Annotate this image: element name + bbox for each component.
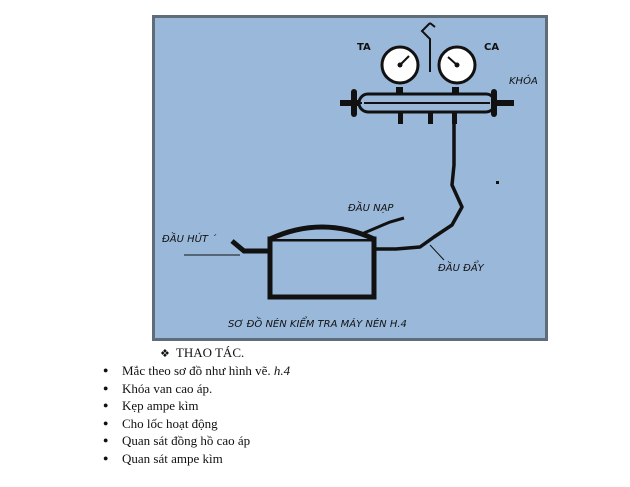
step-text: Quan sát đồng hồ cao áp bbox=[122, 433, 251, 449]
label-discharge-port: ĐẦU ĐẨY bbox=[438, 260, 485, 274]
operations-heading: ❖ THAO TÁC. bbox=[160, 345, 244, 361]
list-item: ● Cho lốc hoạt động bbox=[103, 415, 290, 433]
list-item: ● Quan sát ampe kìm bbox=[103, 450, 290, 468]
bullet-icon: ● bbox=[103, 417, 109, 428]
stray-dot bbox=[496, 181, 499, 184]
bullet-icon: ● bbox=[103, 365, 109, 375]
list-item: ● Mắc theo sơ đồ như hình vẽ. h.4 bbox=[103, 362, 290, 380]
bullet-icon: ● bbox=[103, 400, 109, 411]
bullet-icon: ● bbox=[103, 382, 109, 393]
step-text: Mắc theo sơ đồ như hình vẽ. bbox=[122, 363, 274, 378]
list-item: ● Kẹp ampe kìm bbox=[103, 397, 290, 415]
low-pressure-gauge bbox=[380, 45, 420, 85]
diamond-bullet-icon: ❖ bbox=[160, 347, 170, 360]
label-gauge-low: TA bbox=[357, 42, 371, 53]
discharge-label-leader bbox=[429, 244, 445, 261]
operations-steps-list: ● Mắc theo sơ đồ như hình vẽ. h.4 ● Khóa v… bbox=[103, 362, 290, 468]
list-item: ● Khóa van cao áp. bbox=[103, 380, 290, 398]
label-valve: KHÓA bbox=[509, 74, 538, 87]
bullet-icon: ● bbox=[103, 435, 109, 446]
list-item: ● Quan sát đồng hồ cao áp bbox=[103, 432, 290, 450]
manifold-valve-body bbox=[340, 89, 514, 124]
label-gauge-high: CA bbox=[484, 42, 499, 53]
step-text: Khóa van cao áp. bbox=[122, 380, 213, 396]
suction-pipe bbox=[230, 239, 270, 254]
step-text: Cho lốc hoạt động bbox=[122, 415, 218, 431]
bullet-icon: ● bbox=[103, 452, 109, 463]
manifold-hook-tip bbox=[429, 22, 436, 28]
figure-reference: h.4 bbox=[273, 363, 291, 378]
high-pressure-gauge bbox=[437, 45, 477, 85]
compressor-body bbox=[267, 224, 377, 300]
label-suction-port: ĐẦU HÚT ˊ bbox=[162, 231, 217, 245]
charge-port-pipe bbox=[363, 216, 405, 235]
step-text: Kẹp ampe kìm bbox=[122, 398, 199, 414]
operations-heading-text: THAO TÁC. bbox=[175, 345, 245, 360]
label-charge-port: ĐẦU NẠP bbox=[348, 200, 394, 214]
diagram-caption: SƠ ĐỒ NÉN KIỂM TRA MÁY NÉN H.4 bbox=[228, 316, 407, 330]
compressor-test-diagram: TA CA KHÓA ĐẦU NẠP ĐẦU HÚT ˊ ĐẦU ĐẨY SƠ … bbox=[152, 15, 548, 341]
step-text: Quan sát ampe kìm bbox=[122, 450, 223, 466]
charging-hose bbox=[374, 124, 464, 251]
manifold-hook bbox=[420, 22, 431, 72]
